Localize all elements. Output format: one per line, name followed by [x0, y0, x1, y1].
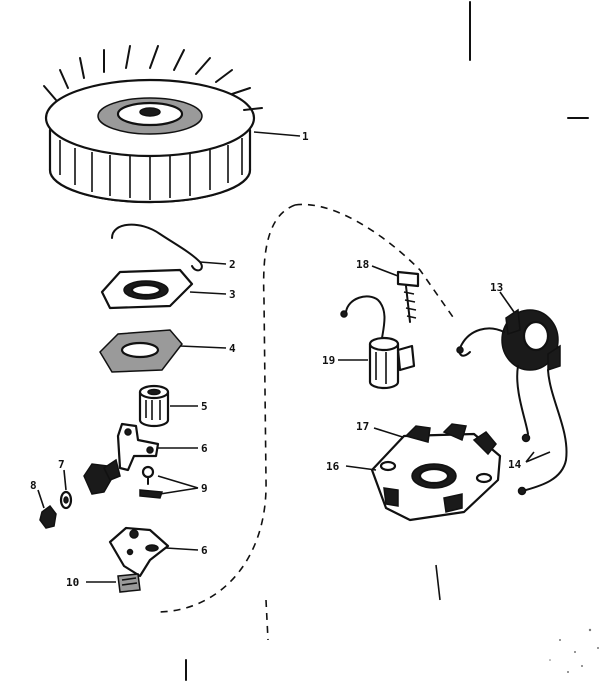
leader-2 [199, 261, 227, 265]
coil-bracket [370, 423, 502, 522]
callout-14: 14 [508, 458, 522, 471]
leader-1 [253, 131, 301, 137]
leader-18 [371, 265, 399, 277]
dashed-group-outline [159, 203, 456, 613]
breaker-point [108, 526, 170, 578]
callout-16: 16 [326, 460, 340, 473]
leader-7 [63, 469, 67, 491]
nut [39, 504, 57, 529]
point-bracket [83, 458, 121, 495]
leader-6b [165, 547, 199, 551]
screws [139, 465, 164, 499]
callout-5: 5 [201, 400, 208, 413]
callout-18: 18 [356, 258, 369, 271]
leader-13 [499, 291, 515, 313]
callout-4: 4 [229, 342, 236, 355]
callout-7: 7 [58, 458, 65, 471]
scan-mark-bottom [435, 564, 441, 601]
scan-speckle [549, 628, 599, 673]
gasket [99, 329, 183, 373]
washer [59, 490, 73, 510]
coil [456, 308, 568, 496]
leader-3 [189, 291, 227, 295]
leader-16 [345, 465, 377, 471]
leader-9 [157, 475, 199, 495]
cover-plate [100, 268, 194, 310]
callout-8: 8 [30, 479, 37, 492]
key-spring [111, 223, 203, 272]
cam-bushing [138, 384, 170, 428]
condenser [340, 295, 416, 390]
felt [117, 573, 141, 593]
leader-4 [179, 345, 227, 349]
flywheel [43, 45, 263, 204]
callout-17: 17 [356, 420, 369, 433]
callout-6b: 6 [201, 544, 208, 557]
leader-14 [525, 451, 551, 463]
callout-3: 3 [229, 288, 236, 301]
callout-6a: 6 [201, 442, 208, 455]
screw-upper [396, 270, 420, 323]
breaker-arm [116, 422, 160, 472]
callout-19: 19 [322, 354, 335, 367]
callout-9: 9 [201, 482, 208, 495]
callout-2: 2 [229, 258, 236, 271]
callout-1: 1 [302, 130, 309, 143]
leader-8 [37, 489, 45, 509]
dashed-group-lower [265, 599, 269, 641]
callout-10: 10 [66, 576, 79, 589]
callout-13: 13 [490, 281, 503, 294]
